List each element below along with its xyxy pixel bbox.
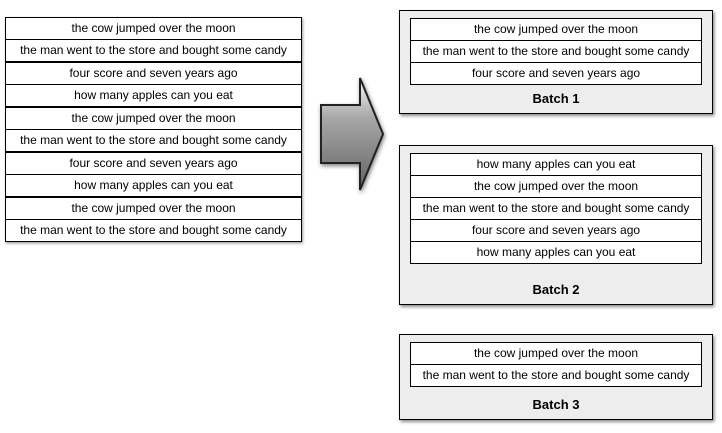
right-block-arrow-icon — [320, 76, 384, 192]
batch-2-label: Batch 2 — [532, 282, 580, 297]
sentence-row: four score and seven years ago — [6, 63, 301, 84]
sentence-row: how many apples can you eat — [6, 84, 301, 106]
sentence-row: the man went to the store and bought som… — [6, 129, 301, 151]
batch-1-label: Batch 1 — [532, 91, 580, 106]
batch-row: the man went to the store and bought som… — [411, 197, 701, 219]
sentence-row: four score and seven years ago — [6, 153, 301, 174]
sentence-row: the cow jumped over the moon — [6, 18, 301, 39]
batch-row: how many apples can you eat — [411, 241, 701, 263]
source-sentence-list: the cow jumped over the moon the man wen… — [5, 17, 302, 242]
sentence-row: the cow jumped over the moon — [6, 108, 301, 129]
batch-row: four score and seven years ago — [411, 219, 701, 241]
batch-box-2: how many apples can you eat the cow jump… — [399, 145, 713, 305]
batch-2-table: how many apples can you eat the cow jump… — [410, 153, 702, 264]
batch-box-3: the cow jumped over the moon the man wen… — [399, 334, 713, 420]
batch-3-label: Batch 3 — [532, 397, 580, 412]
batch-3-table: the cow jumped over the moon the man wen… — [410, 342, 702, 387]
batch-box-1: the cow jumped over the moon the man wen… — [399, 10, 713, 114]
batch-1-table: the cow jumped over the moon the man wen… — [410, 18, 702, 85]
batch-row: four score and seven years ago — [411, 62, 701, 84]
sentence-group: the cow jumped over the moon the man wen… — [5, 197, 302, 242]
sentence-row: the cow jumped over the moon — [6, 198, 301, 219]
sentence-row: the man went to the store and bought som… — [6, 219, 301, 241]
batch-row: the man went to the store and bought som… — [411, 364, 701, 386]
sentence-row: how many apples can you eat — [6, 174, 301, 196]
batch-row: how many apples can you eat — [411, 154, 701, 175]
batch-row: the cow jumped over the moon — [411, 19, 701, 40]
sentence-group: four score and seven years ago how many … — [5, 152, 302, 197]
sentence-group: four score and seven years ago how many … — [5, 62, 302, 107]
sentence-group: the cow jumped over the moon the man wen… — [5, 17, 302, 62]
sentence-group: the cow jumped over the moon the man wen… — [5, 107, 302, 152]
batch-row: the cow jumped over the moon — [411, 175, 701, 197]
sentence-row: the man went to the store and bought som… — [6, 39, 301, 61]
batch-row: the man went to the store and bought som… — [411, 40, 701, 62]
batch-row: the cow jumped over the moon — [411, 343, 701, 364]
